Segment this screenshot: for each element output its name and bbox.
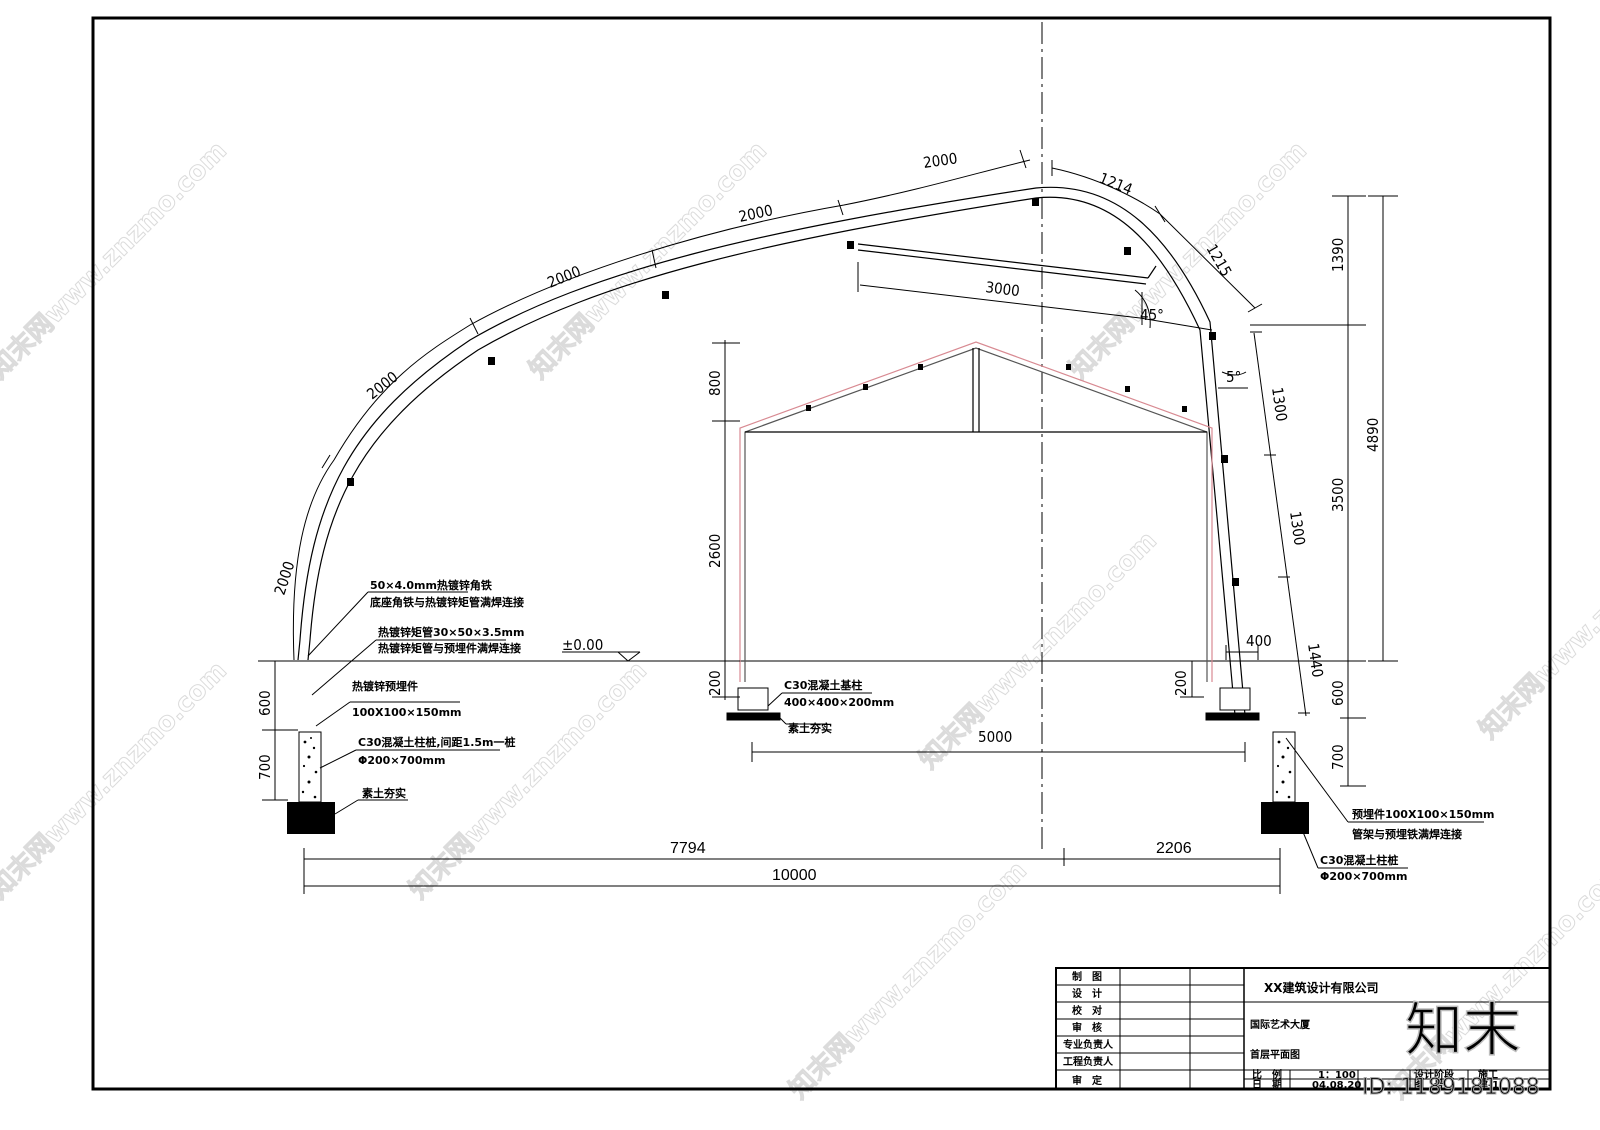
- frame-joints: [347, 198, 1239, 586]
- right-dim-3500: 3500: [1329, 478, 1347, 512]
- right-dim-600: 600: [1329, 680, 1347, 706]
- note-base-col-2: 400×400×200mm: [784, 696, 894, 709]
- angle-5-marker: [1218, 371, 1248, 389]
- tent-joints: [806, 364, 1187, 412]
- watermark-text: 知末网www.znzmo.com: [914, 526, 1163, 775]
- tb-no-label: 图 号: [1414, 1079, 1444, 1091]
- arc-segment-label-3: 2000: [545, 262, 584, 292]
- angle-45-label: 45°: [1140, 306, 1164, 324]
- mid-annotation-leaders: [767, 692, 872, 725]
- left-foundation: [287, 731, 335, 834]
- left-vertical-dimensions: [262, 660, 298, 801]
- bottom-dim-7794: 7794: [670, 840, 706, 857]
- right-vertical-dimensions: [1250, 195, 1398, 787]
- left-dim-700: 700: [256, 754, 274, 780]
- right-slant-label-1: 1300: [1268, 386, 1291, 423]
- note-rect-tube-1: 热镀锌矩管30×50×3.5mm: [378, 625, 524, 639]
- tent-ridge-800: 800: [706, 370, 724, 396]
- tent-foundations: [726, 687, 1260, 721]
- tb-role-design: 设 计: [1072, 987, 1102, 1000]
- note-embed-r2: 管架与预埋铁满焊连接: [1352, 827, 1462, 841]
- tb-role-check: 校 对: [1072, 1004, 1102, 1017]
- note-soil-left: 素土夯实: [362, 786, 406, 800]
- tb-role-review: 审 核: [1072, 1021, 1102, 1034]
- title-block: [1055, 967, 1551, 1090]
- right-slant-label-2: 1300: [1286, 510, 1309, 547]
- tent-base-200-left: 200: [706, 670, 724, 696]
- watermark-text: 知末网www.znzmo.com: [0, 136, 233, 385]
- bottom-dimensions: [303, 848, 1281, 894]
- inner-tent: [739, 341, 1213, 682]
- note-rect-tube-2: 热镀锌矩管与预埋件满焊连接: [378, 641, 521, 655]
- tb-scale-label: 比 例: [1252, 1068, 1282, 1081]
- tb-role-draw: 制 图: [1072, 970, 1102, 983]
- note-pile-2: Φ200×700mm: [358, 754, 445, 767]
- note-pile-r1: C30混凝土柱桩: [1320, 853, 1398, 867]
- watermark-text: 知末网www.znzmo.com: [404, 656, 653, 905]
- tent-base-200-right: 200: [1172, 670, 1190, 696]
- note-embed-r1: 预埋件100X100×150mm: [1352, 807, 1495, 821]
- right-foundation: [1261, 731, 1309, 834]
- tb-drawing: 首层平面图: [1250, 1048, 1300, 1061]
- tent-leg-offset-400: 400: [1246, 632, 1272, 650]
- right-dim-700: 700: [1329, 744, 1347, 770]
- right-segment-dimension-line: [1051, 160, 1263, 313]
- right-annotation-leaders: [1285, 737, 1484, 869]
- brace-length-label: 3000: [985, 278, 1021, 300]
- left-annotation-leaders: [307, 591, 506, 815]
- tb-role-project-lead: 工程负责人: [1063, 1055, 1114, 1068]
- note-pile-1: C30混凝土柱桩,间距1.5m一桩: [358, 735, 516, 749]
- watermark-text: 知末网www.znzmo.com: [1474, 496, 1600, 745]
- watermark-text: 知末网www.znzmo.com: [524, 136, 773, 385]
- angle-45-marker: [1134, 289, 1213, 331]
- tb-stage-value: 施工: [1478, 1068, 1498, 1081]
- watermark-text: 知末网www.znzmo.com: [0, 656, 233, 905]
- watermark-logo: 知末: [1405, 996, 1521, 1064]
- arc-dimension-line: [292, 149, 1031, 661]
- tb-no-value: 建-1: [1477, 1078, 1499, 1091]
- angle-5-label: 5°: [1226, 368, 1241, 386]
- note-embed-2: 100X100×150mm: [352, 706, 462, 719]
- arc-segment-label-2: 2000: [363, 368, 401, 403]
- tent-span-5000: 5000: [978, 728, 1012, 746]
- watermark-layer: 知末网www.znzmo.com 知末网www.znzmo.com 知末网www…: [0, 135, 1600, 1105]
- note-angle-iron-2: 底座角铁与热镀锌矩管满焊连接: [370, 595, 524, 609]
- right-slant-dimension: [1250, 331, 1310, 717]
- watermark-id: ID: 1189181088: [1362, 1075, 1540, 1100]
- inner-brace: [857, 243, 1157, 285]
- tent-wall-2600: 2600: [706, 534, 724, 568]
- right-segment-label-1: 1214: [1097, 169, 1136, 199]
- level-mark: [562, 651, 641, 662]
- tb-date-value: 04.08.20: [1312, 1080, 1361, 1091]
- arc-segment-label-5: 2000: [922, 149, 959, 172]
- tent-dimensions: [712, 340, 1259, 762]
- level-mark-label: ±0.00: [562, 636, 603, 654]
- watermark-text: 知末网www.znzmo.com: [784, 856, 1033, 1105]
- tb-project: 国际艺术大厦: [1250, 1018, 1311, 1031]
- bottom-dim-2206: 2206: [1156, 840, 1192, 857]
- tb-company: XX建筑设计有限公司: [1264, 980, 1379, 995]
- tb-role-discipline-lead: 专业负责人: [1063, 1038, 1114, 1051]
- tb-role-approve: 审 定: [1072, 1074, 1102, 1087]
- watermark-text: 知末网www.znzmo.com: [1384, 856, 1600, 1105]
- note-angle-iron-1: 50×4.0mm热镀锌角铁: [370, 578, 492, 592]
- right-slant-label-3: 1440: [1304, 642, 1327, 679]
- note-pile-r2: Φ200×700mm: [1320, 870, 1407, 883]
- note-embed-1: 热镀锌预埋件: [352, 679, 418, 693]
- bottom-dim-10000: 10000: [772, 867, 817, 884]
- left-dim-600: 600: [256, 690, 274, 716]
- right-dim-4890: 4890: [1364, 418, 1382, 452]
- right-dim-1390: 1390: [1329, 238, 1347, 272]
- tb-stage-label: 设计阶段: [1414, 1068, 1454, 1081]
- tb-date-label: 日 期: [1252, 1078, 1282, 1091]
- arc-segment-label-4: 2000: [737, 201, 774, 226]
- note-base-col-1: C30混凝土基柱: [784, 678, 862, 692]
- note-soil-mid: 素土夯实: [788, 721, 832, 735]
- outer-frame: [91, 16, 1552, 1091]
- tb-scale-value: 1：100: [1318, 1070, 1356, 1081]
